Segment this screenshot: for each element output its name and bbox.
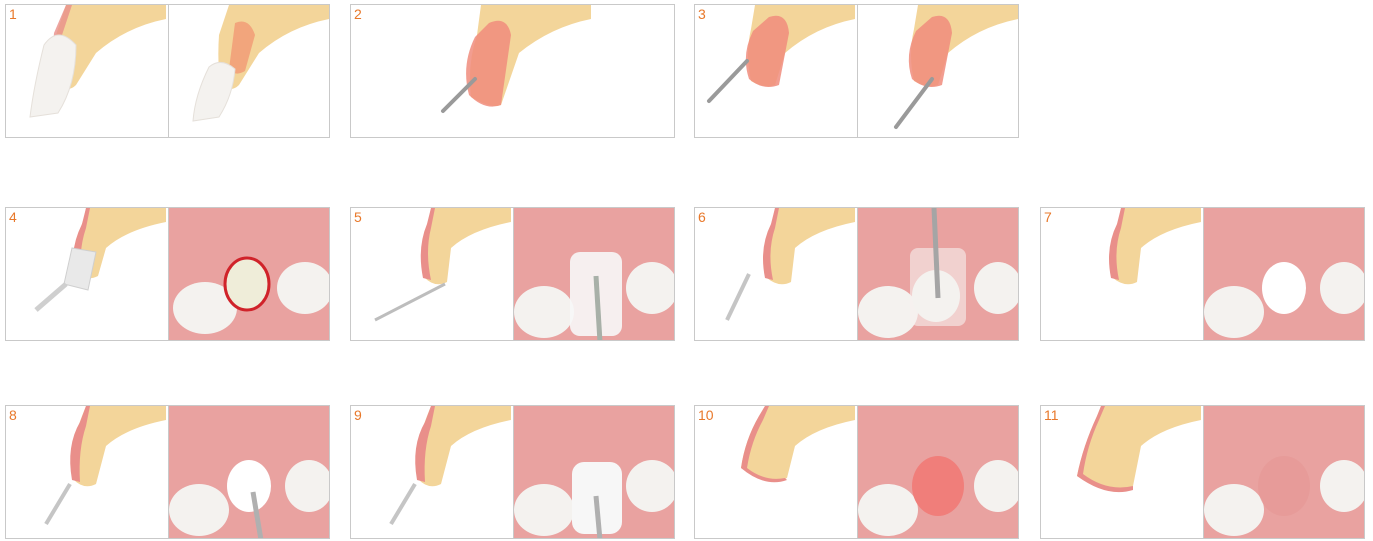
frontal-gum-illustration bbox=[1204, 406, 1365, 539]
step-number: 9 bbox=[354, 407, 362, 423]
frontal-gum-illustration bbox=[1204, 208, 1365, 341]
sagittal-tooth-illustration bbox=[695, 406, 857, 539]
step-1-panel: 1 bbox=[5, 4, 330, 138]
sagittal-tooth-illustration bbox=[6, 208, 168, 341]
step-5-panel: 5 bbox=[350, 207, 675, 341]
frontal-gum-illustration bbox=[858, 406, 1019, 539]
step-number: 5 bbox=[354, 209, 362, 225]
sagittal-tooth-illustration bbox=[6, 5, 168, 138]
step-number: 7 bbox=[1044, 209, 1052, 225]
step-3-panel: 3 bbox=[694, 4, 1019, 138]
sagittal-tooth-illustration bbox=[695, 208, 857, 341]
step-2-panel: 2 bbox=[350, 4, 675, 138]
step-number: 2 bbox=[354, 6, 362, 22]
sagittal-tooth-illustration bbox=[351, 406, 513, 539]
sagittal-tooth-illustration bbox=[6, 406, 168, 539]
sagittal-tooth-illustration bbox=[1041, 406, 1203, 539]
sagittal-tooth-illustration bbox=[1041, 208, 1203, 341]
sagittal-tooth-illustration bbox=[351, 208, 513, 341]
sagittal-tooth-illustration bbox=[695, 5, 857, 138]
step-11-panel: 11 bbox=[1040, 405, 1365, 539]
frontal-gum-illustration bbox=[169, 406, 330, 539]
step-number: 3 bbox=[698, 6, 706, 22]
step-number: 1 bbox=[9, 6, 17, 22]
frontal-gum-illustration bbox=[514, 406, 675, 539]
step-6-panel: 6 bbox=[694, 207, 1019, 341]
step-10-panel: 10 bbox=[694, 405, 1019, 539]
sagittal-tooth-illustration bbox=[858, 5, 1019, 138]
step-9-panel: 9 bbox=[350, 405, 675, 539]
frontal-gum-illustration bbox=[169, 208, 330, 341]
step-7-panel: 7 bbox=[1040, 207, 1365, 341]
sagittal-tooth-illustration bbox=[169, 5, 330, 138]
step-number: 6 bbox=[698, 209, 706, 225]
step-number: 4 bbox=[9, 209, 17, 225]
sagittal-tooth-illustration bbox=[351, 5, 675, 138]
step-4-panel: 4 bbox=[5, 207, 330, 341]
step-8-panel: 8 bbox=[5, 405, 330, 539]
frontal-gum-illustration bbox=[514, 208, 675, 341]
step-number: 8 bbox=[9, 407, 17, 423]
step-number: 10 bbox=[698, 407, 714, 423]
step-number: 11 bbox=[1044, 407, 1059, 423]
frontal-gum-illustration bbox=[858, 208, 1019, 341]
